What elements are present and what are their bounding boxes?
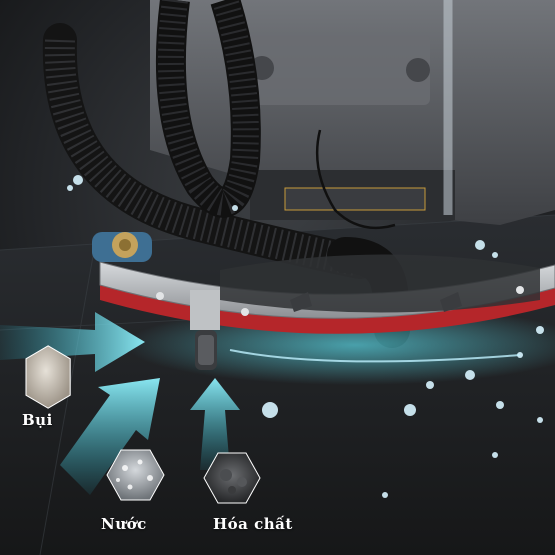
- machine-panel: [240, 35, 430, 105]
- control-wires-box: [284, 187, 426, 211]
- squeegee-plate: [220, 254, 540, 313]
- machine-knob-right: [406, 58, 430, 82]
- airflow-arrow-bottom-left: [60, 378, 160, 495]
- squeegee-knob-right: [440, 292, 462, 312]
- squeegee-knob-left: [290, 292, 312, 312]
- suction-hose-ridges: [44, 39, 363, 277]
- airflow-arrow-bottom: [190, 378, 240, 470]
- chemical-label: Hóa chất: [213, 515, 293, 533]
- chemical-residue-hexagon-icon: [203, 452, 261, 504]
- guide-roller: [92, 232, 152, 262]
- squeegee-bolt-2: [241, 308, 249, 316]
- dust-hexagon-icon: [25, 345, 71, 409]
- control-wire: [315, 129, 396, 230]
- squeegee-bolt-1: [156, 292, 164, 300]
- dust-label: Bụi: [22, 411, 53, 429]
- water-splash: [67, 175, 544, 498]
- water-label: Nước: [101, 515, 147, 533]
- water-droplets-hexagon-icon: [106, 449, 165, 501]
- water-stream: [229, 349, 521, 363]
- squeegee-bolt-3: [516, 286, 524, 294]
- hose-coil: [155, 0, 261, 218]
- caster-wheel: [190, 290, 220, 370]
